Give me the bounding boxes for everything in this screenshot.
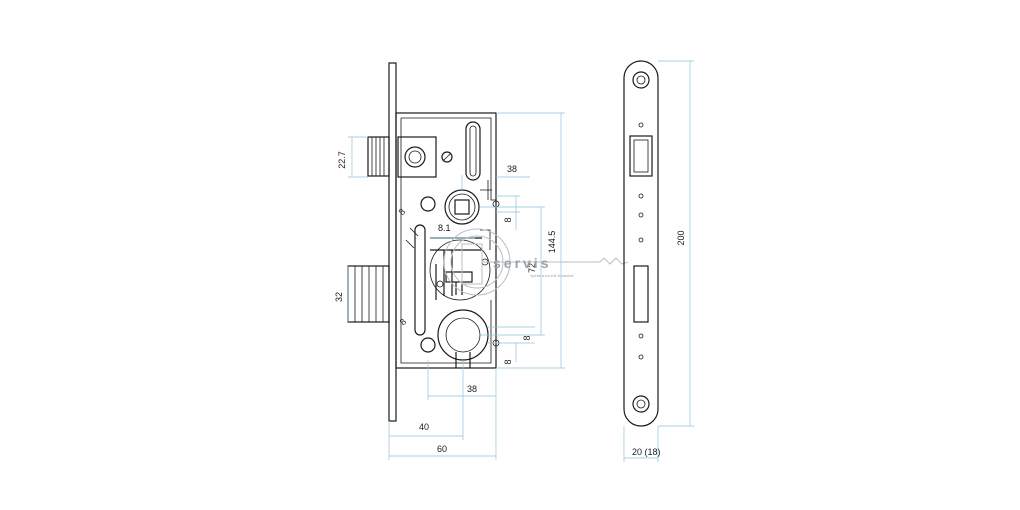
- forend-dimension-lines: [623, 60, 694, 462]
- dim-72: 72: [527, 263, 537, 273]
- dim-8-top: 8: [503, 217, 513, 222]
- cylinder-cutout: [437, 309, 489, 368]
- forend-small-hole-3: [638, 212, 644, 218]
- dim-8-bottom-b: 8: [503, 359, 513, 364]
- dim-diam-top: 8: [397, 207, 408, 218]
- dim-8-bottom-a: 8: [522, 335, 532, 340]
- dim-22-7: 22.7: [337, 151, 347, 169]
- forend-screw-bottom: [632, 395, 650, 413]
- forend-small-hole-2: [638, 193, 644, 199]
- forend-small-hole-1: [638, 122, 644, 128]
- fixing-hole-upper: [420, 196, 436, 212]
- dim-32: 32: [334, 292, 344, 302]
- follower-hub: [444, 189, 480, 225]
- cam-plate: [445, 271, 473, 283]
- screw-top: [441, 151, 453, 163]
- dim-60: 60: [437, 444, 447, 454]
- forend-plate: [388, 62, 397, 422]
- latch-spring-ring: [404, 146, 426, 168]
- dim-40: 40: [419, 422, 429, 432]
- dim-38-bottom: 38: [467, 384, 477, 394]
- deadbolt-opening: [633, 265, 649, 323]
- lever-slot: [414, 224, 426, 336]
- deadbolt: [347, 265, 390, 323]
- lock-body-view: [347, 62, 500, 422]
- dim-diam-bottom: 8: [398, 317, 409, 328]
- forend-outline: [623, 60, 659, 427]
- vertical-slot-top: [465, 121, 481, 181]
- forend-small-hole-5: [638, 333, 644, 339]
- fixing-hole-lower: [420, 337, 436, 353]
- dim-38-top: 38: [507, 164, 517, 174]
- latch-housing: [397, 136, 437, 178]
- servis-watermark: servis rychle a na klíč Konečně: [443, 228, 629, 296]
- forend-small-hole-4: [638, 237, 644, 243]
- dim-20-18: 20 (18): [632, 447, 661, 457]
- watermark-brand: servis: [493, 255, 551, 271]
- watermark-tagline: rychle a na klíč Konečně: [530, 273, 574, 278]
- small-pin-3: [436, 280, 444, 288]
- forend-small-hole-6: [638, 354, 644, 360]
- forend-front-view: [623, 60, 659, 427]
- dim-8-1: 8.1: [438, 223, 451, 233]
- latch-opening: [629, 135, 653, 177]
- dim-200: 200: [676, 230, 686, 245]
- lock-case: [395, 112, 497, 369]
- inner-details: [405, 180, 492, 250]
- forend-screw-top: [632, 71, 650, 89]
- dim-144-5: 144.5: [547, 231, 557, 254]
- case-inner-frame: [400, 117, 496, 364]
- latch-bolt: [367, 136, 390, 177]
